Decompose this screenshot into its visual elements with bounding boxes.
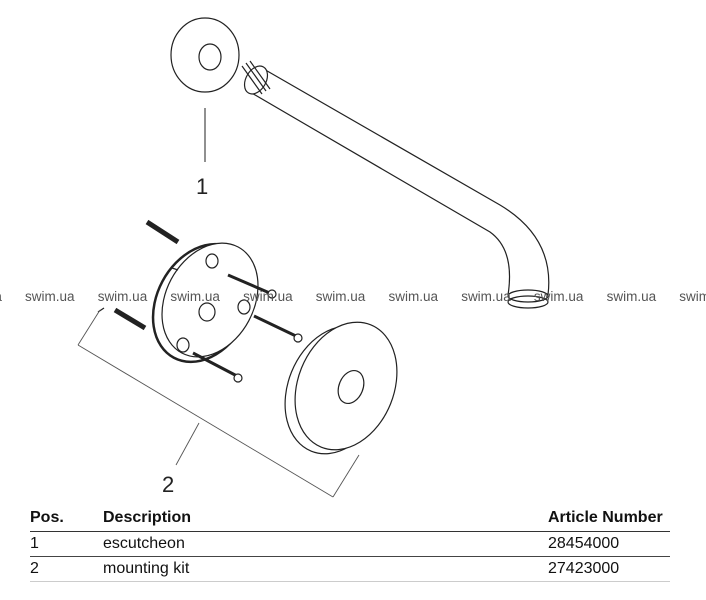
small-escutcheon (170, 17, 240, 93)
pos-cell: 1 (30, 531, 103, 557)
pos-cell: 2 (30, 556, 103, 582)
large-escutcheon (284, 321, 398, 455)
callout-1: 1 (196, 174, 209, 199)
mounting-plate (151, 242, 259, 364)
watermark-text: swim.ua (679, 289, 706, 304)
watermark-text: swim.ua (315, 289, 366, 304)
screws (192, 273, 303, 383)
article-cell: 28454000 (548, 531, 670, 557)
article-cell: 27423000 (548, 556, 670, 582)
table-row: 1 escutcheon 28454000 (30, 531, 670, 557)
shower-arm (241, 60, 550, 309)
watermark-text: swim.ua (243, 289, 293, 304)
watermark-text: swim.ua (388, 289, 439, 304)
kit-bracket (77, 309, 360, 498)
watermark-text: swim.ua (25, 289, 75, 304)
col-pos: Pos. (30, 506, 103, 532)
callout-2: 2 (162, 472, 175, 497)
watermark-text: swim.ua (0, 289, 2, 304)
watermark-text: swim.ua (606, 289, 657, 304)
table-row: 2 mounting kit 27423000 (30, 556, 670, 582)
col-article-number: Article Number (548, 506, 670, 532)
description-cell: mounting kit (103, 556, 548, 582)
description-cell: escutcheon (103, 531, 548, 557)
watermark-text: swim.ua (461, 289, 511, 304)
watermark-text: swim.ua (170, 289, 220, 304)
watermark-text: swim.ua (533, 289, 584, 304)
watermark-text: swim.ua (97, 289, 148, 304)
col-description: Description (103, 506, 548, 532)
parts-table: Pos. Description Article Number 1 escutc… (30, 506, 670, 582)
